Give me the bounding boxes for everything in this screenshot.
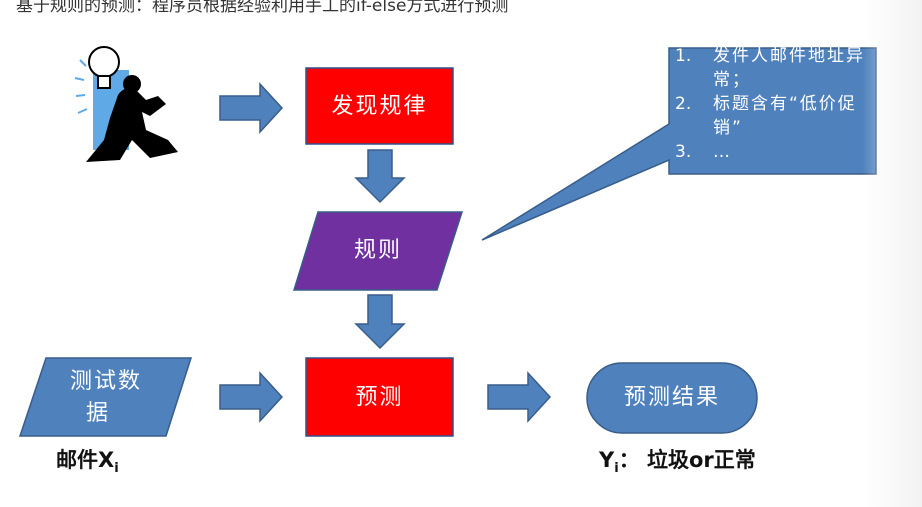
rule-list-item: 3. … [675,140,870,164]
arrow-down-2 [354,294,406,350]
rule-list-item: 1. 发件人邮件地址异常； [675,44,870,92]
input-caption-text: 邮件X [56,448,115,472]
rule-text: … [713,142,732,162]
predict-label: 预测 [355,385,404,410]
discover-label: 发现规律 [331,94,428,119]
rule-list: 1. 发件人邮件地址异常； 2. 标题含有“低价促销” 3. … [675,44,870,164]
rule-number: 2. [675,94,692,114]
result-label: 预测结果 [623,385,720,410]
rule-text: 发件人邮件地址异常； [713,46,865,90]
header-caption: 基于规则的预测：程序员根据经验利用手工的if-else方式进行预测 [16,0,509,16]
test-data-parallelogram [18,357,193,437]
rule-number: 1. [675,46,692,66]
predict-box [305,357,454,437]
input-caption: 邮件Xi [56,444,119,476]
businessman-lightbulb-icon [74,46,178,162]
rule-number: 3. [675,142,692,162]
input-caption-subscript: i [114,461,119,477]
arrow-right-2 [219,371,284,423]
arrow-right-3 [487,371,552,423]
right-edge-shadow [862,0,922,507]
test-data-label-line2: 据 [85,401,110,426]
rules-label: 规则 [353,238,402,263]
rule-text: 标题含有“低价促销” [713,94,857,138]
output-caption-suffix: ： 垃圾or正常 [618,448,756,472]
result-box [586,362,758,434]
test-data-label-line1: 测试数 [69,369,142,394]
rules-parallelogram [292,211,464,291]
rule-list-item: 2. 标题含有“低价促销” [675,92,870,140]
arrow-down-1 [354,149,406,204]
output-caption-subscript: i [614,461,619,477]
output-caption-text: Y [599,448,615,472]
discover-box [305,67,454,145]
arrow-right-1 [219,82,284,134]
output-caption: Yi： 垃圾or正常 [599,444,756,476]
